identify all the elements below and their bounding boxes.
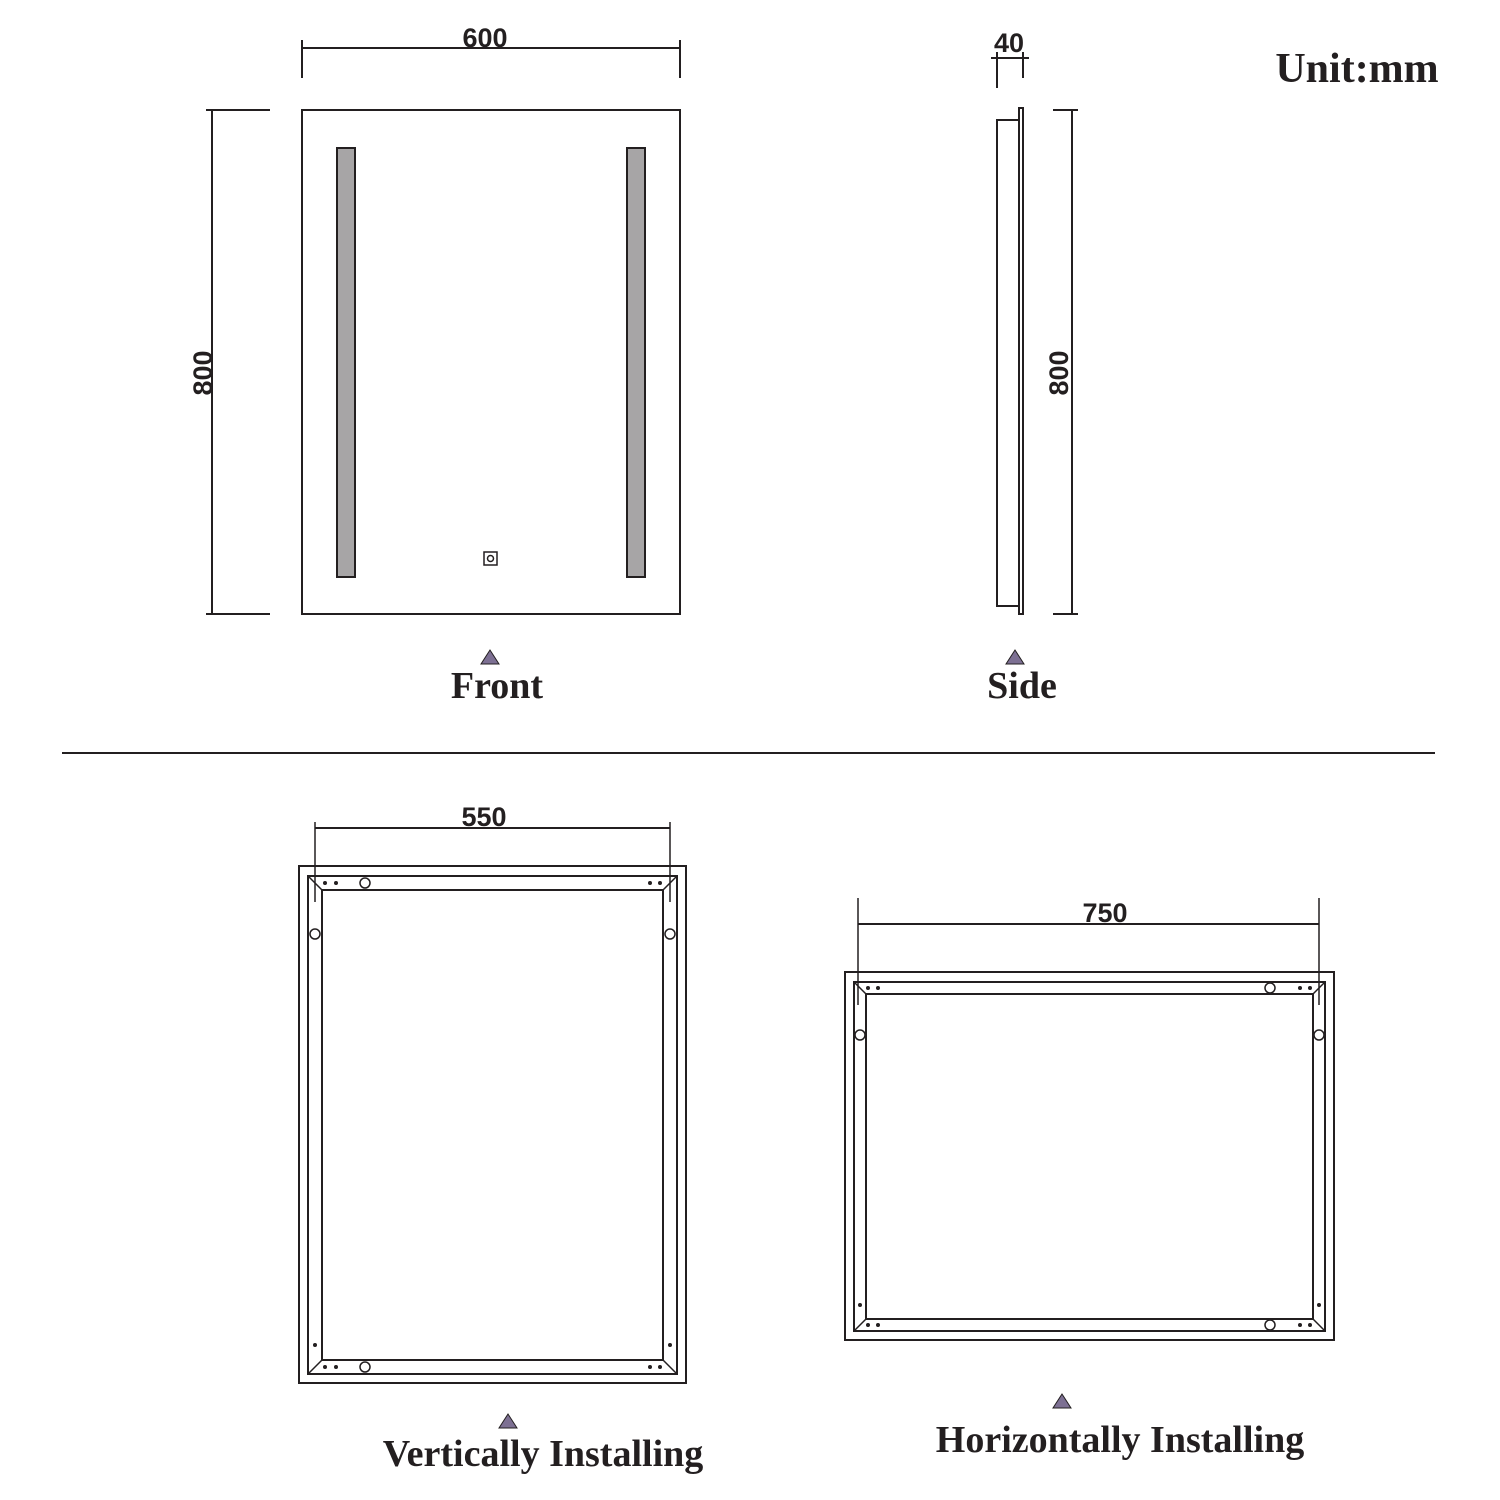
horizontal-spacing-label: 750 <box>1082 898 1127 928</box>
unit-label: Unit:mm <box>1275 46 1438 92</box>
marker-triangle-icon <box>480 649 500 665</box>
mirror-outline <box>301 109 681 615</box>
front-label: Front <box>451 665 544 707</box>
touch-switch-icon <box>483 551 498 566</box>
hanger-icon <box>359 1361 371 1373</box>
side-label: Side <box>987 665 1057 707</box>
side-height-label: 800 <box>1044 350 1074 395</box>
marker-triangle-icon <box>1052 1393 1072 1409</box>
vertical-install-label: Vertically Installing <box>383 1433 704 1475</box>
hanger-icon <box>1313 1029 1325 1041</box>
hanger-icon <box>1264 1319 1276 1331</box>
side-body <box>996 119 1020 607</box>
front-width-label: 600 <box>462 23 507 53</box>
vertical-install-view: 550 Vertically Installing <box>298 802 704 1475</box>
hanger-icon <box>664 928 676 940</box>
hanger-icon <box>359 877 371 889</box>
led-strip-right <box>626 147 646 578</box>
hanger-icon <box>1264 982 1276 994</box>
side-depth-label: 40 <box>994 28 1024 58</box>
side-glass <box>1018 107 1024 615</box>
horizontal-install-view: 750 Horizontally Installing <box>844 898 1335 1461</box>
side-height-dimension: 800 <box>1044 109 1078 615</box>
marker-triangle-icon <box>1005 649 1025 665</box>
marker-triangle-icon <box>498 1413 518 1429</box>
side-view: 40 800 Side <box>987 28 1078 707</box>
hanger-icon <box>854 1029 866 1041</box>
height-dimension: 800 <box>188 109 270 615</box>
width-dimension: 600 <box>301 23 681 78</box>
led-strip-left <box>336 147 356 578</box>
hanger-icon <box>309 928 321 940</box>
front-height-label: 800 <box>188 350 218 395</box>
horizontal-install-label: Horizontally Installing <box>936 1419 1304 1461</box>
front-view: 600 800 Front <box>188 23 681 707</box>
depth-dimension: 40 <box>991 28 1029 88</box>
vertical-spacing-label: 550 <box>461 802 506 832</box>
